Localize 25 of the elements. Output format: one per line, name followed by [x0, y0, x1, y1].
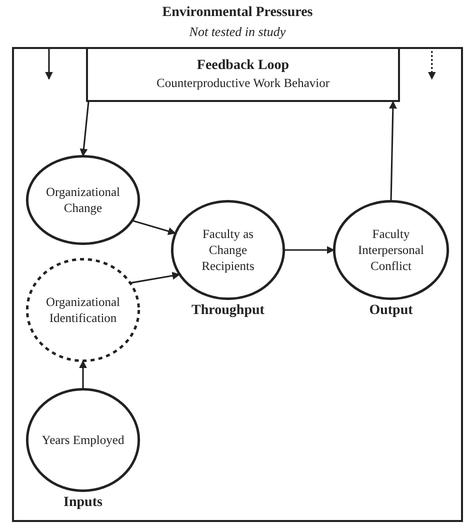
concept-ellipse — [26, 388, 140, 492]
subheading: Counterproductive Work Behavior — [156, 74, 330, 92]
node-label: Faculty as Change Recipients — [200, 226, 256, 274]
arrow — [44, 47, 53, 80]
stage-label: Inputs — [62, 495, 104, 511]
feedback-box — [86, 46, 400, 102]
arrow — [80, 101, 90, 157]
stage-label: Output — [368, 303, 414, 319]
arrow — [130, 272, 180, 284]
heading: Feedback Loop — [196, 56, 290, 75]
concept-ellipse — [26, 258, 140, 362]
arrow — [132, 220, 176, 236]
node-label: Organizational Change — [44, 184, 122, 216]
concept-ellipse — [171, 200, 285, 300]
arrow — [79, 360, 87, 389]
stage-label: Throughput — [190, 303, 266, 319]
concept-ellipse — [333, 200, 449, 300]
arrow — [388, 100, 397, 202]
heading: Environmental Pressures — [161, 4, 314, 22]
node-label: Faculty Interpersonal Conflict — [357, 226, 425, 274]
node-label: Years Employed — [42, 432, 124, 448]
subheading: Not tested in study — [188, 24, 287, 41]
arrow — [284, 246, 335, 254]
concept-ellipse — [26, 155, 140, 245]
node-label: Organizational Identification — [44, 294, 122, 326]
